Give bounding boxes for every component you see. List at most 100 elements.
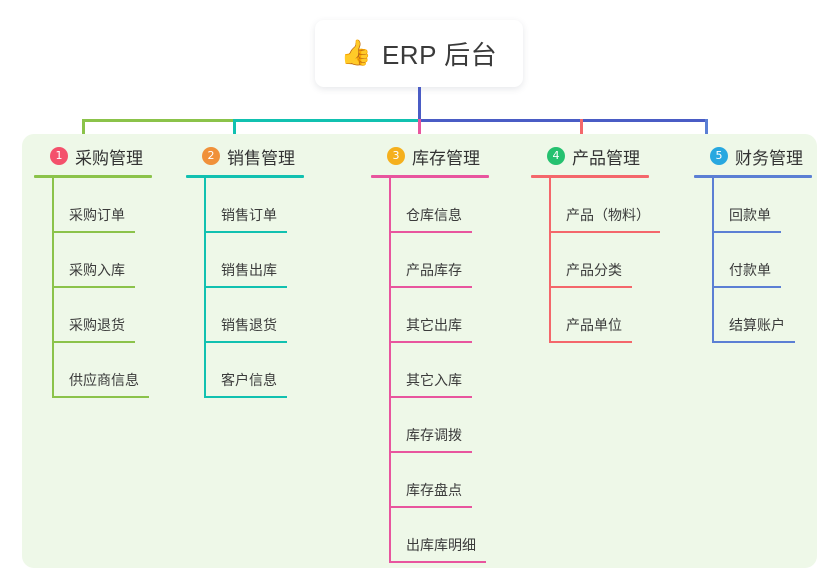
root-title: ERP 后台: [381, 40, 498, 70]
leaf-underline: [549, 231, 660, 233]
branch-badge-1: 1: [50, 147, 68, 165]
leaf-underline: [204, 231, 287, 233]
branch-rule-4: [531, 175, 649, 178]
bus-segment-green: [82, 119, 234, 122]
leaf-item[interactable]: 产品（物料）: [531, 178, 701, 233]
branch-title-4: 产品管理: [572, 148, 640, 168]
branch-rule-2: [186, 175, 304, 178]
leaf-item[interactable]: 出库库明细: [371, 508, 531, 563]
leaf-item[interactable]: 其它入库: [371, 343, 531, 398]
branch-header-3[interactable]: 3 库存管理: [371, 143, 531, 169]
leaf-underline: [712, 341, 795, 343]
leaf-underline: [389, 561, 486, 563]
leaf-item[interactable]: 采购退货: [34, 288, 189, 343]
leaf-item[interactable]: 客户信息: [186, 343, 341, 398]
leaf-label: 产品分类: [566, 262, 622, 278]
leaf-label: 库存调拨: [406, 427, 462, 443]
leaf-label: 其它出库: [406, 317, 462, 333]
leaf-label: 采购订单: [69, 207, 125, 223]
branch-rule-1: [34, 175, 152, 178]
branch-rule-5: [694, 175, 812, 178]
leaf-underline: [52, 286, 135, 288]
branch-rule-3: [371, 175, 489, 178]
leaf-label: 采购退货: [69, 317, 125, 333]
branch-badge-4: 4: [547, 147, 565, 165]
branch-header-4[interactable]: 4 产品管理: [531, 143, 701, 169]
branch-badge-5: 5: [710, 147, 728, 165]
leaf-item[interactable]: 产品库存: [371, 233, 531, 288]
branch-title-5: 财务管理: [735, 148, 803, 168]
leaf-item[interactable]: 付款单: [694, 233, 839, 288]
branch-spine-2: [204, 178, 206, 398]
leaf-item[interactable]: 产品分类: [531, 233, 701, 288]
leaf-label: 供应商信息: [69, 372, 139, 388]
leaf-underline: [389, 231, 472, 233]
branch-badge-3: 3: [387, 147, 405, 165]
branch-title-1: 采购管理: [75, 148, 143, 168]
leaf-label: 销售出库: [221, 262, 277, 278]
leaf-underline: [549, 286, 632, 288]
leaf-label: 销售订单: [221, 207, 277, 223]
leaf-item[interactable]: 回款单: [694, 178, 839, 233]
leaf-label: 结算账户: [729, 317, 785, 333]
branch-column-1: 1 采购管理 采购订单 采购入库 采购退货 供应商信息: [34, 143, 189, 398]
leaf-underline: [52, 231, 135, 233]
branch-header-1[interactable]: 1 采购管理: [34, 143, 189, 169]
branch-column-5: 5 财务管理 回款单 付款单 结算账户: [694, 143, 839, 343]
leaf-label: 产品库存: [406, 262, 462, 278]
leaf-label: 销售退货: [221, 317, 277, 333]
leaf-label: 其它入库: [406, 372, 462, 388]
leaf-underline: [52, 396, 149, 398]
leaf-underline: [712, 286, 781, 288]
leaf-item[interactable]: 其它出库: [371, 288, 531, 343]
branch-column-3: 3 库存管理 仓库信息 产品库存 其它出库 其它入库 库存调拨: [371, 143, 531, 563]
leaf-underline: [549, 341, 632, 343]
branch-leaves-5: 回款单 付款单 结算账户: [694, 178, 839, 343]
leaf-underline: [389, 286, 472, 288]
leaf-label: 仓库信息: [406, 207, 462, 223]
leaf-label: 客户信息: [221, 372, 277, 388]
leaf-item[interactable]: 销售订单: [186, 178, 341, 233]
branch-leaves-3: 仓库信息 产品库存 其它出库 其它入库 库存调拨 库存盘点: [371, 178, 531, 563]
branch-header-5[interactable]: 5 财务管理: [694, 143, 839, 169]
branch-column-4: 4 产品管理 产品（物料） 产品分类 产品单位: [531, 143, 701, 343]
root-stem-line: [418, 87, 421, 121]
leaf-underline: [712, 231, 781, 233]
branch-spine-3: [389, 178, 391, 563]
branch-leaves-4: 产品（物料） 产品分类 产品单位: [531, 178, 701, 343]
leaf-underline: [389, 396, 472, 398]
diagram-panel: [22, 134, 817, 568]
branch-badge-2: 2: [202, 147, 220, 165]
leaf-underline: [204, 341, 287, 343]
leaf-label: 产品（物料）: [566, 207, 650, 223]
leaf-underline: [52, 341, 135, 343]
leaf-item[interactable]: 销售退货: [186, 288, 341, 343]
branch-title-3: 库存管理: [412, 148, 480, 168]
leaf-underline: [389, 506, 472, 508]
leaf-item[interactable]: 采购入库: [34, 233, 189, 288]
leaf-item[interactable]: 库存调拨: [371, 398, 531, 453]
leaf-item[interactable]: 产品单位: [531, 288, 701, 343]
bus-segment-blue: [419, 119, 707, 122]
leaf-label: 产品单位: [566, 317, 622, 333]
root-node[interactable]: 👍 ERP 后台: [315, 20, 523, 87]
leaf-label: 回款单: [729, 207, 771, 223]
branch-title-2: 销售管理: [227, 148, 295, 168]
branch-leaves-2: 销售订单 销售出库 销售退货 客户信息: [186, 178, 341, 398]
leaf-label: 付款单: [729, 262, 771, 278]
leaf-item[interactable]: 供应商信息: [34, 343, 189, 398]
leaf-item[interactable]: 销售出库: [186, 233, 341, 288]
leaf-item[interactable]: 库存盘点: [371, 453, 531, 508]
leaf-label: 采购入库: [69, 262, 125, 278]
branch-spine-5: [712, 178, 714, 343]
branch-column-2: 2 销售管理 销售订单 销售出库 销售退货 客户信息: [186, 143, 341, 398]
thumbs-up-icon: 👍: [340, 39, 372, 67]
leaf-item[interactable]: 结算账户: [694, 288, 839, 343]
leaf-item[interactable]: 采购订单: [34, 178, 189, 233]
bus-segment-teal: [234, 119, 419, 122]
leaf-label: 库存盘点: [406, 482, 462, 498]
leaf-underline: [389, 451, 472, 453]
leaf-item[interactable]: 仓库信息: [371, 178, 531, 233]
branch-header-2[interactable]: 2 销售管理: [186, 143, 341, 169]
